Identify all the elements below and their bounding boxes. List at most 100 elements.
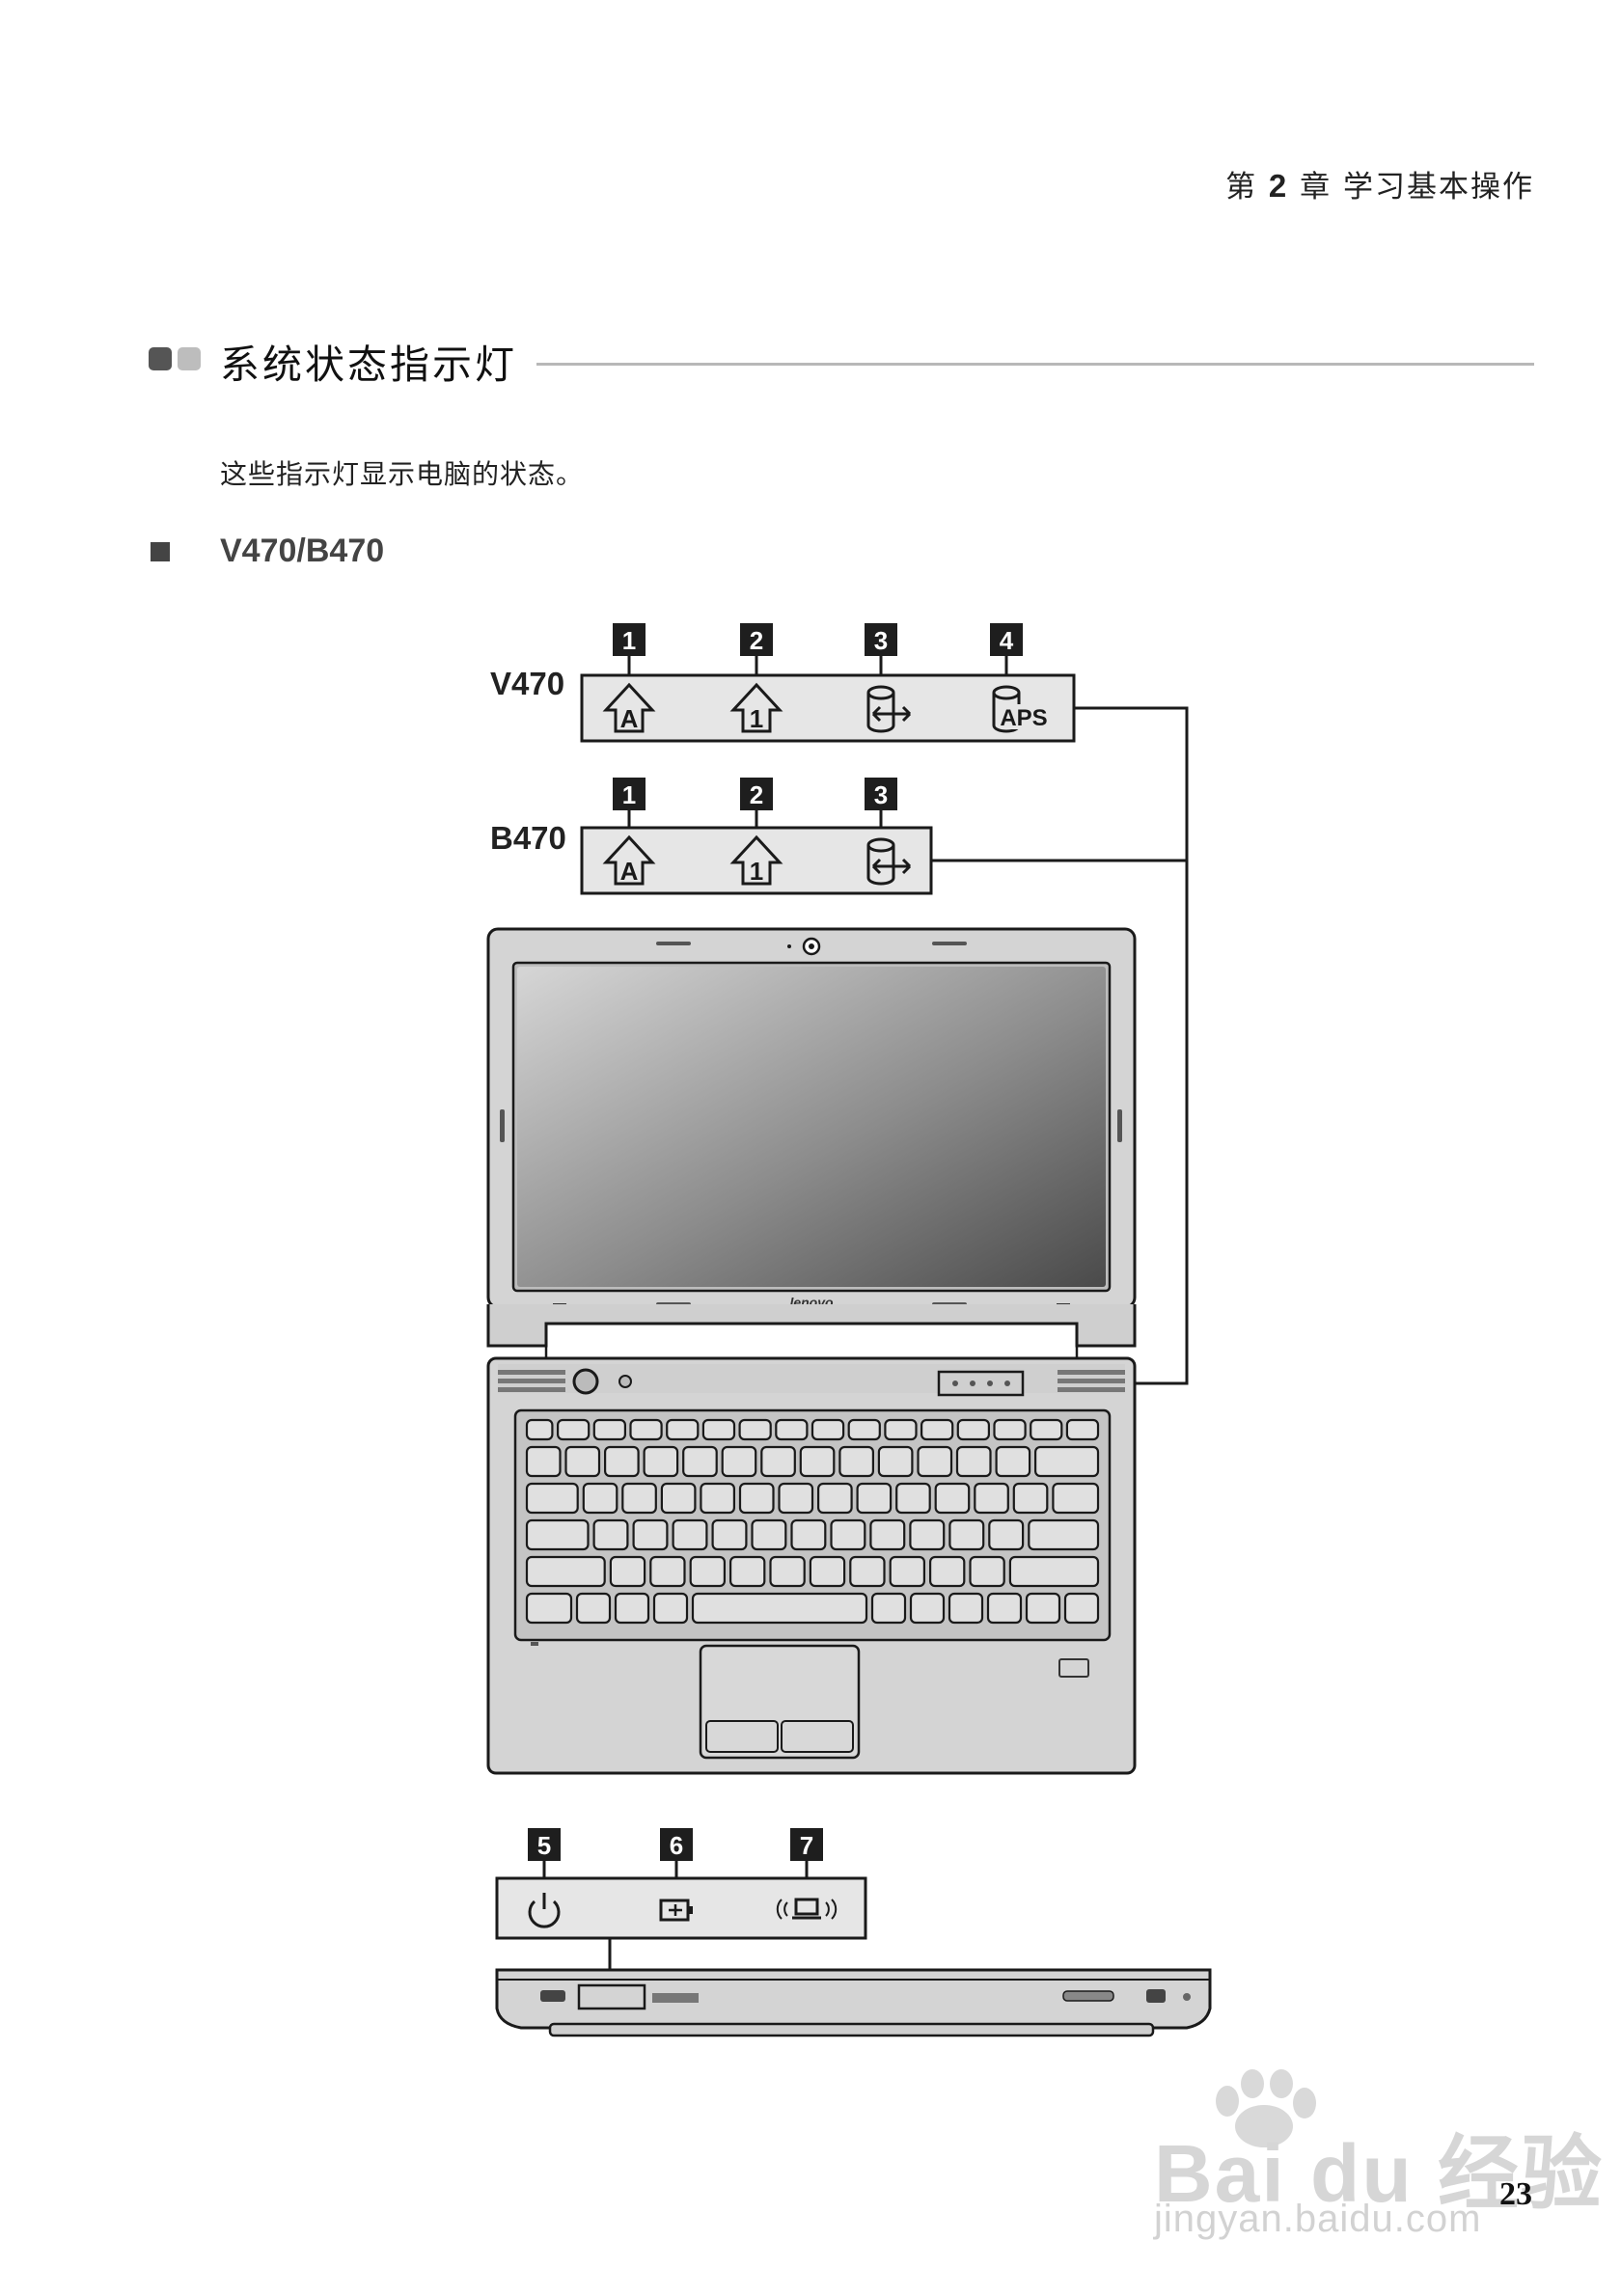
power-button-icon <box>572 1368 599 1395</box>
keyboard-key <box>660 1482 697 1515</box>
chapter-prefix: 第 <box>1225 170 1258 205</box>
callout-label: 2 <box>750 780 763 809</box>
keyboard-key <box>701 1418 736 1441</box>
keyboard-key <box>525 1418 554 1441</box>
keyboard-key <box>575 1592 612 1625</box>
wireless-icon <box>776 1898 838 1920</box>
v470-label: V470 <box>490 666 564 701</box>
touchpad-right-button <box>781 1720 854 1753</box>
callout-label: 3 <box>874 780 888 809</box>
callout-3: 3 <box>865 778 897 810</box>
keyboard-key <box>838 1445 875 1478</box>
keyboard-key <box>691 1592 868 1625</box>
callout-4: 4 <box>990 623 1023 656</box>
keyboard-key <box>884 1418 918 1441</box>
front-callouts: 5 6 7 <box>528 1828 823 1878</box>
keyboard-key <box>895 1482 931 1515</box>
callout-label: 5 <box>537 1831 551 1860</box>
keyboard-key <box>1025 1592 1061 1625</box>
keyboard-key <box>847 1418 881 1441</box>
keyboard-key <box>632 1518 669 1551</box>
fingerprint-reader <box>1058 1658 1089 1678</box>
chapter-number: 2 <box>1268 168 1289 204</box>
keyboard-key <box>775 1418 809 1441</box>
page-number: 23 <box>1499 2176 1532 2212</box>
chapter-title: 章 学习基本操作 <box>1300 170 1534 205</box>
v470-indicator-panel <box>580 673 1076 743</box>
keyboard-key <box>525 1592 573 1625</box>
touchpad-left-button <box>705 1720 779 1753</box>
keyboard-key <box>816 1482 853 1515</box>
keyboard-key <box>909 1592 946 1625</box>
keyboard-key <box>856 1482 893 1515</box>
keyboard-key <box>986 1592 1023 1625</box>
laptop-hinge <box>486 1304 1137 1348</box>
keyboard-key <box>525 1445 562 1478</box>
laptop-base <box>486 1356 1137 1775</box>
keyboard-key <box>1052 1482 1100 1515</box>
keyboard-key <box>525 1555 606 1588</box>
keyboard-key <box>790 1518 827 1551</box>
callout-7: 7 <box>790 1828 823 1861</box>
keyboard-key <box>1008 1555 1100 1588</box>
watermark-url: jingyan.baidu.com <box>1154 2198 1482 2240</box>
keyboard-key <box>993 1418 1027 1441</box>
callout-label: 4 <box>1000 626 1014 655</box>
section-bullet-dark <box>149 347 172 370</box>
keyboard-key <box>672 1518 708 1551</box>
num-lock-icon: 1 <box>731 835 782 886</box>
power-icon <box>528 1893 561 1928</box>
keyboard-key <box>869 1518 906 1551</box>
callout-label: 1 <box>622 780 636 809</box>
callout-2: 2 <box>740 778 773 810</box>
callout-label: 3 <box>874 626 888 655</box>
keyboard-key <box>1063 1592 1100 1625</box>
keyboard-key <box>1028 1518 1100 1551</box>
callout-6: 6 <box>660 1828 693 1861</box>
callout-label: 1 <box>622 626 636 655</box>
keyboard-key <box>934 1482 971 1515</box>
keyboard-key <box>603 1445 640 1478</box>
keyboard-key <box>760 1445 796 1478</box>
keyboard-key <box>778 1482 814 1515</box>
keyboard-key <box>682 1445 718 1478</box>
keyboard-key <box>870 1592 907 1625</box>
front-indicator-panel <box>495 1876 867 1940</box>
screen <box>517 967 1106 1287</box>
caps-lock-icon: A <box>604 683 654 733</box>
keyboard-key <box>614 1592 650 1625</box>
keyboard-key <box>974 1482 1009 1515</box>
keyboard-key <box>849 1555 886 1588</box>
callout-label: 6 <box>670 1831 683 1860</box>
keyboard-key <box>525 1518 590 1551</box>
keyboard-key <box>920 1418 954 1441</box>
section-title: 系统状态指示灯 <box>220 342 517 388</box>
aps-text: APS <box>1000 705 1047 731</box>
keyboard-key <box>689 1555 727 1588</box>
keyboard-key <box>643 1445 679 1478</box>
keyboard-key <box>721 1445 757 1478</box>
battery-icon <box>659 1899 693 1922</box>
svg-text:1: 1 <box>750 704 763 733</box>
keyboard-key <box>988 1518 1025 1551</box>
keyboard-key <box>525 1482 579 1515</box>
caps-lock-icon: A <box>604 835 654 886</box>
keyboard-key <box>830 1518 866 1551</box>
b470-callouts: 1 2 3 <box>613 778 897 828</box>
keyboard-key <box>799 1445 836 1478</box>
callout-5: 5 <box>528 1828 561 1861</box>
svg-text:A: A <box>620 857 639 886</box>
keyboard-key <box>621 1482 657 1515</box>
list-square-bullet <box>151 542 170 561</box>
svg-text:A: A <box>620 704 639 733</box>
callout-label: 2 <box>750 626 763 655</box>
section-rule <box>536 363 1534 366</box>
keyboard-key <box>592 1418 626 1441</box>
aps-icon: APS <box>992 685 1048 733</box>
laptop-top-view: lenovo <box>486 927 1137 1315</box>
keyboard-key <box>955 1445 992 1478</box>
section-bullets <box>149 347 206 370</box>
keyboard-key <box>928 1555 966 1588</box>
model-heading: V470/B470 <box>220 533 385 569</box>
v470-callouts: 1 2 3 4 <box>613 623 1023 675</box>
